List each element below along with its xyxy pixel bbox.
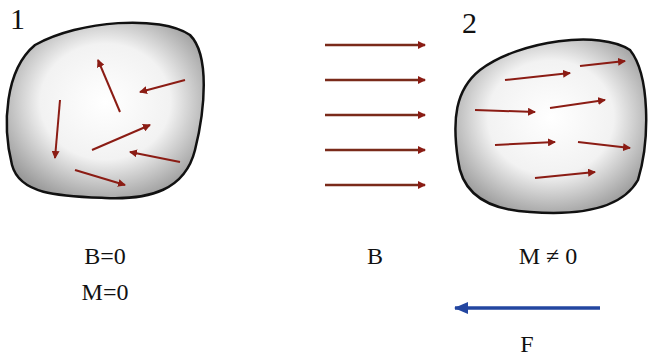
field-label: B: [367, 244, 383, 268]
force-label: F: [520, 332, 533, 356]
field-value: B=0: [84, 244, 126, 268]
body-magnetized: [455, 40, 646, 213]
callout-number: 1: [10, 4, 25, 34]
magnetization-value: M=0: [82, 280, 129, 304]
callout-number: 2: [462, 8, 477, 38]
field-lines: [325, 45, 425, 185]
magnetization-value: M ≠ 0: [519, 244, 578, 268]
body-unmagnetized: [7, 23, 204, 199]
force-arrow: [455, 306, 600, 310]
